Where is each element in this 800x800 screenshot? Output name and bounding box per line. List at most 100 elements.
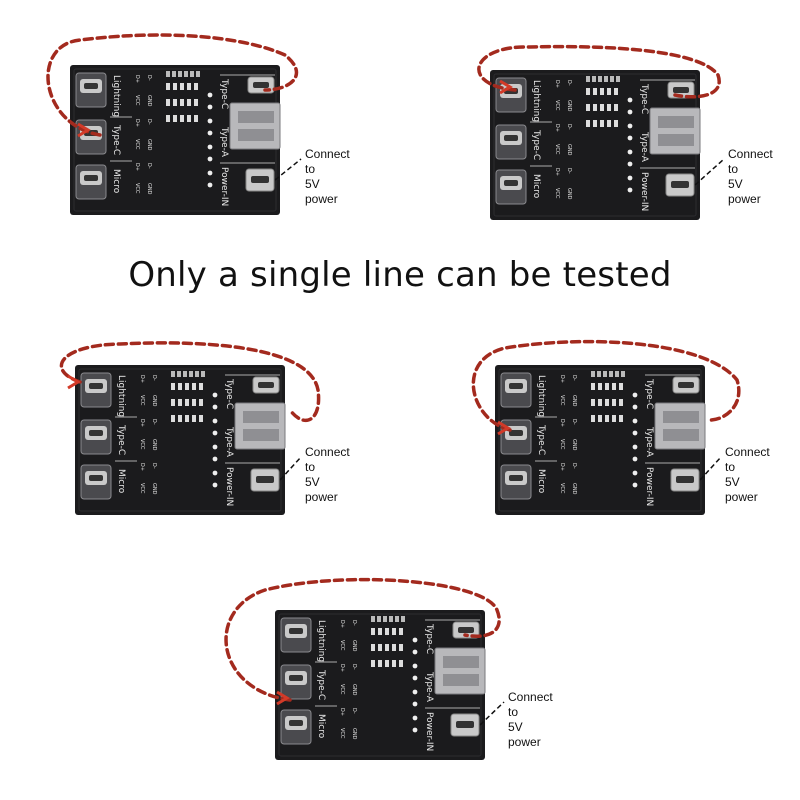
pin-label: VCC <box>139 439 145 450</box>
type-a-slot <box>238 111 274 123</box>
lightning-port-slot <box>84 83 98 89</box>
pin-label: VCC <box>139 395 145 406</box>
pin-label: D- <box>146 119 152 125</box>
pin-label: GND <box>146 183 152 195</box>
pin-label: D- <box>571 375 577 381</box>
led-indicator <box>612 399 616 406</box>
label-lightning: Lightning <box>536 375 546 417</box>
led-indicator <box>619 399 623 406</box>
header-pin <box>401 616 405 622</box>
test-pad <box>627 97 633 103</box>
label-type-a: Type-A <box>639 131 649 163</box>
led-indicator <box>173 115 177 122</box>
test-pad <box>412 689 418 695</box>
led-indicator <box>173 83 177 90</box>
led-indicator <box>180 99 184 106</box>
test-pad <box>207 144 213 150</box>
pin-label: D- <box>351 708 357 714</box>
header-pin <box>377 616 381 622</box>
type-a-port <box>649 107 701 155</box>
test-pad <box>212 418 218 424</box>
test-pad <box>207 130 213 136</box>
type-a-slot <box>443 674 479 686</box>
label-type-c: Type-C <box>111 124 121 155</box>
header-pin <box>591 371 595 377</box>
plug-arrow-icon <box>67 374 81 390</box>
test-pad <box>207 104 213 110</box>
pin-label: D+ <box>554 80 560 88</box>
pin-label: GND <box>151 439 157 451</box>
type-a-slot <box>243 411 279 423</box>
led-indicator <box>600 120 604 127</box>
type-c-port-slot <box>89 430 103 436</box>
pin-label: D- <box>351 620 357 626</box>
led-indicator <box>187 115 191 122</box>
header-pin <box>178 71 182 77</box>
pin-label: D- <box>151 375 157 381</box>
pin-label: GND <box>146 95 152 107</box>
label-power-in: Power-IN <box>644 467 654 506</box>
pin-label: VCC <box>554 100 560 111</box>
header-pin <box>195 371 199 377</box>
header-pin <box>172 71 176 77</box>
led-indicator <box>185 415 189 422</box>
header-pin <box>597 371 601 377</box>
pin-label: D+ <box>339 708 345 716</box>
type-c-port-slot <box>289 675 303 681</box>
label-type-c-output: Type-C <box>219 78 229 109</box>
test-pad <box>412 727 418 733</box>
pin-label: GND <box>566 188 572 200</box>
label-micro: Micro <box>111 169 121 194</box>
pin-label: VCC <box>339 640 345 651</box>
led-indicator <box>385 628 389 635</box>
led-indicator <box>614 120 618 127</box>
led-indicator <box>194 115 198 122</box>
test-pad <box>632 470 638 476</box>
pin-label: D- <box>566 168 572 174</box>
led-indicator <box>591 383 595 390</box>
led-indicator <box>392 644 396 651</box>
led-indicator <box>178 415 182 422</box>
power-note: Connect to 5V power <box>725 445 770 504</box>
label-power-in: Power-IN <box>224 467 234 506</box>
header-pin <box>196 71 200 77</box>
test-pad <box>632 404 638 410</box>
led-indicator <box>605 399 609 406</box>
led-indicator <box>399 628 403 635</box>
pin-label: D- <box>351 664 357 670</box>
pin-label: GND <box>566 144 572 156</box>
power-in-slot <box>676 476 694 483</box>
led-indicator <box>614 104 618 111</box>
type-a-slot <box>238 129 274 141</box>
led-indicator <box>194 83 198 90</box>
header-pin <box>389 616 393 622</box>
pin-label: D+ <box>139 375 145 383</box>
test-pad <box>207 92 213 98</box>
led-indicator <box>178 399 182 406</box>
test-pad <box>632 418 638 424</box>
pin-label: VCC <box>134 183 140 194</box>
led-indicator <box>180 83 184 90</box>
led-indicator <box>593 120 597 127</box>
pin-label: GND <box>151 483 157 495</box>
pin-label: VCC <box>559 483 565 494</box>
label-micro: Micro <box>116 469 126 494</box>
pin-label: VCC <box>554 188 560 199</box>
led-indicator <box>612 383 616 390</box>
micro-usb-port-slot <box>84 175 98 181</box>
test-pad <box>212 444 218 450</box>
label-type-c-output: Type-C <box>424 623 434 654</box>
power-pointer-line <box>274 158 302 181</box>
led-indicator <box>378 644 382 651</box>
led-indicator <box>166 115 170 122</box>
pin-label: D+ <box>339 620 345 628</box>
pin-label: GND <box>146 139 152 151</box>
label-type-c-output: Type-C <box>644 378 654 409</box>
